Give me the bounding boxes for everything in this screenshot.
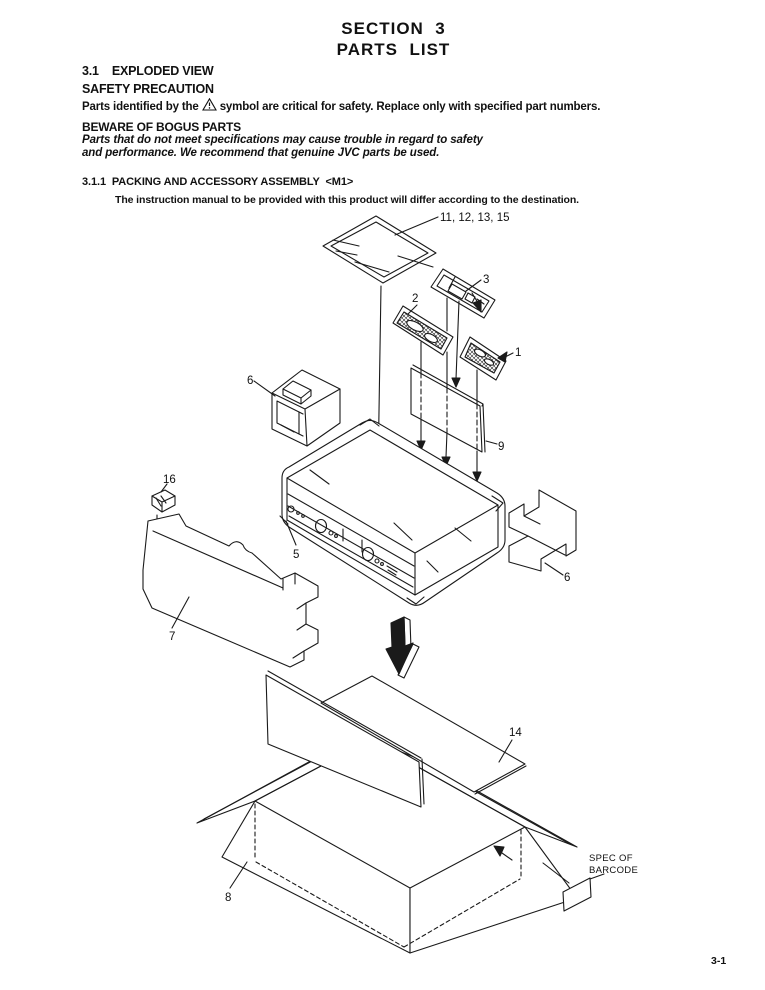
label-remote-tray: 3 [483, 274, 489, 286]
leader-lines [160, 216, 564, 889]
assembly-arrows [416, 297, 482, 482]
label-clip: 16 [163, 474, 176, 486]
label-foam-tray: 7 [169, 631, 175, 643]
foam-left-drawing [271, 369, 341, 447]
heading-safety-precaution: SAFETY PRECAUTION [82, 82, 214, 96]
down-arrow-icon [385, 616, 420, 679]
accessory-bag-1-drawing [459, 336, 507, 381]
bogus-line1: Parts that do not meet specifications ma… [82, 134, 483, 146]
heading-exploded-view: 3.1 EXPLODED VIEW [82, 64, 214, 78]
label-packing-bag: 11, 12, 13, 15 [440, 212, 509, 224]
warning-triangle-icon [201, 97, 217, 114]
label-accessory-bag-1: 1 [515, 347, 521, 359]
safety-sentence: Parts identified by the symbol are critic… [82, 97, 601, 114]
section-title: SECTION 3 [341, 19, 446, 38]
foam-right-drawing [508, 489, 577, 572]
main-unit-drawing [279, 418, 506, 606]
cardboard-pad-drawing [410, 364, 486, 453]
label-flat-sheet: 14 [509, 727, 522, 739]
safety-text-after: symbol are critical for safety. Replace … [219, 101, 601, 113]
flat-sheet-drawing [265, 670, 527, 808]
page-number: 3-1 [711, 955, 727, 967]
safety-text-before: Parts identified by the [82, 101, 199, 113]
label-carton: 8 [225, 892, 231, 904]
barcode-label-drawing [542, 862, 605, 912]
carton-drawing [196, 739, 578, 954]
foam-tray-drawing [142, 513, 319, 668]
remote-tray-drawing [430, 268, 496, 388]
label-barcode-line1: SPEC OF [589, 853, 633, 864]
label-accessory-bag-2: 2 [412, 293, 418, 305]
parts-list-title: PARTS LIST [336, 40, 451, 59]
packing-bag-drawing [322, 215, 437, 483]
part-labels: 11, 12, 13, 15 3 2 1 6 9 16 5 7 6 14 8 S… [163, 212, 638, 904]
label-foam-right: 6 [564, 572, 570, 584]
destination-note: The instruction manual to be provided wi… [115, 194, 579, 206]
label-barcode-line2: BARCODE [589, 865, 638, 876]
heading-packing-assembly: 3.1.1 PACKING AND ACCESSORY ASSEMBLY <M1… [82, 176, 354, 188]
heading-bogus-parts: BEWARE OF BOGUS PARTS [82, 120, 241, 134]
label-main-unit: 5 [293, 549, 299, 561]
accessory-bag-2-drawing [392, 305, 454, 356]
label-pad: 9 [498, 441, 504, 453]
bogus-line2: and performance. We recommend that genui… [82, 147, 440, 159]
label-foam-left: 6 [247, 375, 253, 387]
